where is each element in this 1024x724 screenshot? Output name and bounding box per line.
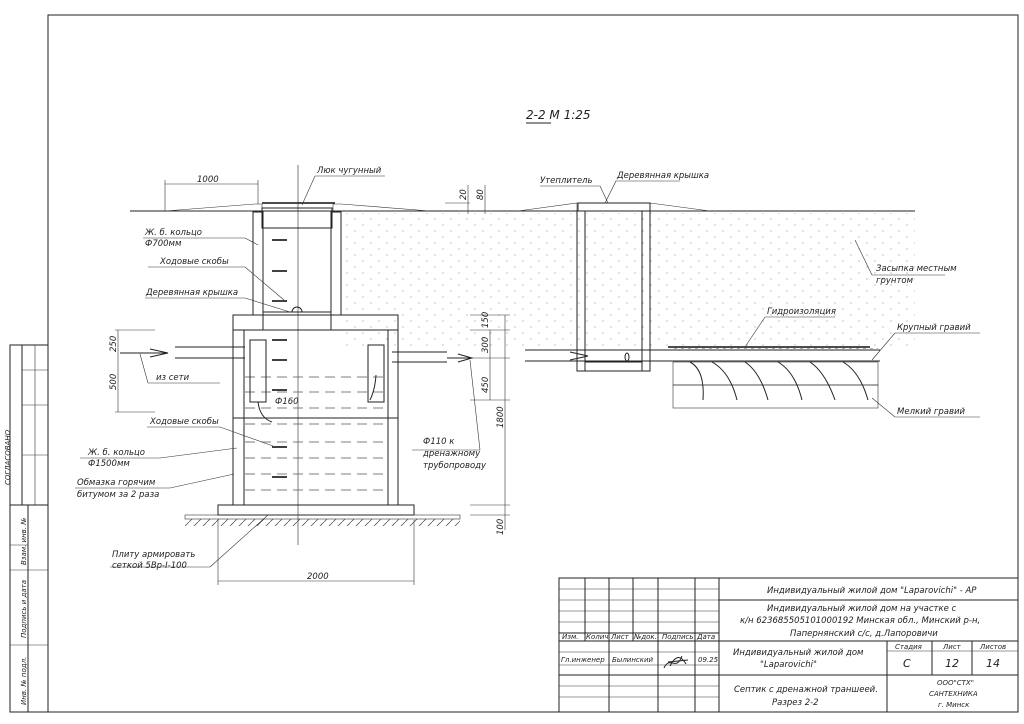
header-doc: №док. — [633, 633, 657, 641]
sheets-value: 14 — [986, 657, 1000, 670]
label-manhole-cover: Люк чугунный — [316, 166, 382, 176]
drain-pipe — [525, 349, 880, 362]
label-slab-2: сеткой 5Вр-I-100 — [112, 561, 187, 571]
inlet-pipe — [120, 346, 245, 359]
address-line-3: Папернянский с/с, д.Лапоровичи — [790, 629, 938, 639]
ground-surface — [130, 202, 915, 212]
label-steps-bottom: Ходовые скобы — [149, 417, 219, 427]
object-name-2: "Laparovichi" — [760, 660, 817, 670]
dim-1000: 1000 — [197, 175, 219, 185]
project-code: Индивидуальный жилой дом "Laparovichi" -… — [767, 586, 977, 596]
header-izm: Изм. — [562, 633, 578, 641]
header-date: Дата — [696, 633, 715, 641]
label-backfill-1: Засыпка местным — [876, 264, 957, 274]
swap-inv-label: Взам. инв. № — [20, 517, 28, 565]
header-kol: Колич — [586, 633, 608, 641]
dim-300: 300 — [481, 337, 491, 353]
sheet-title-2: Разрез 2-2 — [772, 698, 819, 708]
inv-orig-label: Инв. № подл. — [20, 657, 28, 705]
dim-500: 500 — [109, 374, 119, 390]
backfill-soil — [345, 213, 915, 348]
label-bitumen-2: битумом за 2 раза — [77, 490, 159, 500]
label-d110-3: трубопроводу — [423, 461, 487, 471]
label-ring-small: Ж. б. кольцо — [144, 228, 202, 238]
inspection-well — [576, 202, 651, 372]
company-1: ООО"СТХ" — [937, 679, 974, 687]
stage-value: С — [903, 657, 911, 670]
side-stamp: СОГЛАСОВАНО Взам. инв. № Подпись и дата … — [4, 344, 49, 713]
label-ring-big: Ж. б. кольцо — [87, 448, 145, 458]
person: Былинский — [612, 656, 654, 664]
dim-100: 100 — [496, 519, 506, 535]
label-d160: Ф160 — [275, 397, 299, 407]
label-slab-1: Плиту армировать — [112, 550, 195, 560]
drawing-labels: Люк чугунный Ж. б. кольцо Ф700мм Ходовые… — [77, 166, 971, 571]
label-fine-gravel: Мелкий гравий — [897, 407, 965, 417]
label-coarse-gravel: Крупный гравий — [897, 323, 971, 333]
step-irons — [272, 239, 287, 302]
section-title-text: 2-2 М 1:25 — [526, 108, 591, 122]
section-title: 2-2 М 1:25 — [526, 108, 591, 124]
main-tank — [184, 314, 461, 526]
label-steps-top: Ходовые скобы — [159, 257, 229, 267]
company-2: САНТЕХНИКА — [929, 690, 978, 698]
label-backfill-2: грунтом — [876, 276, 914, 286]
dim-150: 150 — [481, 312, 491, 328]
sheets-label: Листов — [979, 643, 1006, 651]
address-line-1: Индивидуальный жилой дом на участке с — [767, 604, 957, 614]
dim-20: 20 — [459, 189, 469, 200]
object-name-1: Индивидуальный жилой дом — [733, 648, 864, 658]
label-wood-lid-right: Деревянная крышка — [616, 171, 709, 181]
date: 09.25 — [698, 656, 719, 664]
header-list: Лист — [610, 633, 630, 641]
agreed-label: СОГЛАСОВАНО — [4, 429, 12, 485]
label-insulation: Утеплитель — [540, 176, 593, 186]
label-bitumen-1: Обмазка горячим — [77, 478, 156, 488]
sheet-value: 12 — [945, 657, 959, 670]
sheet-label: Лист — [942, 643, 962, 651]
role: Гл.инженер — [561, 656, 605, 664]
sheet-title-1: Септик с дренажной траншеей. — [734, 685, 878, 695]
label-from-network: из сети — [156, 373, 190, 383]
sign-date-label: Подпись и дата — [20, 580, 28, 638]
label-ring-big-diameter: Ф1500мм — [88, 459, 130, 469]
outlet-pipe — [392, 351, 474, 363]
dimensions — [115, 180, 510, 585]
dim-1800: 1800 — [496, 406, 506, 428]
label-d110-2: дренажному — [422, 449, 481, 459]
leader-lines — [75, 175, 980, 568]
neck-ring — [252, 202, 342, 316]
dim-250: 250 — [109, 336, 119, 352]
dim-450: 450 — [481, 377, 491, 393]
dim-2000: 2000 — [307, 572, 329, 582]
label-ring-small-diameter: Ф700мм — [145, 239, 182, 249]
signature — [663, 655, 689, 669]
dim-80: 80 — [476, 189, 486, 200]
label-waterproofing: Гидроизоляция — [767, 307, 836, 317]
header-sign: Подпись — [662, 633, 694, 641]
title-block: Изм. Колич Лист №док. Подпись Дата Гл.ин… — [558, 577, 1019, 713]
label-wood-lid-left: Деревянная крышка — [145, 288, 238, 298]
label-d110-1: Ф110 к — [423, 437, 455, 447]
stage-label: Стадия — [895, 643, 922, 651]
gravel-trench — [668, 346, 879, 409]
company-3: г. Минск — [938, 701, 970, 709]
address-line-2: к/н 623685505101000192 Минская обл., Мин… — [740, 616, 980, 626]
